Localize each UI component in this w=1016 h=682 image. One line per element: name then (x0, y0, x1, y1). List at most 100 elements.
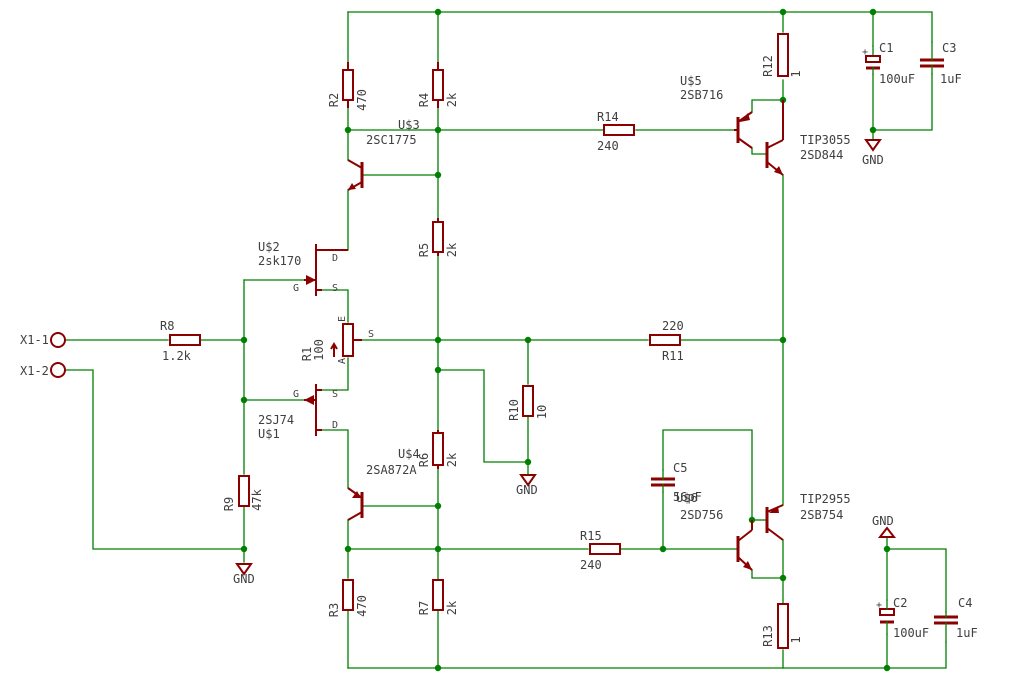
ground-icon (519, 474, 537, 487)
u1-name: U$1 (258, 427, 280, 441)
resistor-r10[interactable]: R10 10 (507, 385, 549, 421)
c4-value: 1uF (956, 626, 978, 640)
r12-name: R12 (761, 55, 775, 77)
wiper-arrow-icon (330, 342, 338, 357)
u2-name: U$2 (258, 240, 280, 254)
emitter-arrow-icon (743, 561, 752, 570)
r11-value: 220 (662, 319, 684, 333)
junction (434, 366, 442, 374)
x1-pin2-label: X1-2 (20, 364, 49, 378)
r9-value: 47k (250, 488, 264, 510)
r7-name: R7 (417, 601, 431, 615)
terminal-icon[interactable] (50, 332, 66, 348)
resistor-r11[interactable]: 220 R11 (649, 319, 684, 363)
resistor-r13[interactable]: R13 1 (761, 603, 803, 649)
r4-value: 2k (445, 92, 459, 107)
r6-value: 2k (445, 452, 459, 467)
terminal-icon[interactable] (50, 362, 66, 378)
u5-value: 2SB716 (680, 88, 723, 102)
gate-arrow-icon (306, 275, 316, 285)
u1-pin-g: G (293, 389, 299, 400)
r2-name: R2 (327, 93, 341, 107)
plus-icon: + (862, 47, 868, 58)
r10-value: 10 (535, 405, 549, 419)
ground-icon (877, 526, 897, 538)
resistor-r4[interactable]: R4 2k (417, 62, 459, 108)
junction (344, 126, 352, 134)
jfet-u2[interactable]: U$2 2sk170 D G S (258, 240, 348, 296)
r8-name: R8 (160, 319, 174, 333)
junction (344, 545, 352, 553)
potentiometer-r1[interactable]: R1 100 A E S (300, 316, 374, 364)
r12-value: 1 (789, 70, 803, 77)
junction (434, 8, 442, 16)
resistor-r15[interactable]: R15 240 (580, 529, 621, 572)
gnd-label: GND (516, 483, 538, 497)
u2-value: 2sk170 (258, 254, 301, 268)
capacitor-c1[interactable]: + C1 100uF (862, 41, 915, 86)
junction (434, 664, 442, 672)
emitter-arrow-icon (348, 183, 356, 190)
u5-name: U$5 (680, 74, 702, 88)
u4-value: 2SA872A (366, 463, 417, 477)
junction (779, 574, 787, 582)
r1-pin-a: A (337, 358, 348, 364)
junction (779, 8, 787, 16)
gnd-label: GND (872, 514, 894, 528)
capacitor-c5[interactable]: C5 56pF (651, 461, 702, 504)
gnd-label: GND (233, 572, 255, 586)
bjt-u6[interactable]: U$6 2SD756 (676, 491, 753, 571)
r5-value: 2k (445, 242, 459, 257)
emitter-arrow-icon (769, 506, 779, 513)
resistor-r8[interactable]: R8 1.2k (160, 319, 201, 363)
wires (65, 11, 947, 669)
u3-name: U$3 (398, 118, 420, 132)
x1-pin1-label: X1-1 (20, 333, 49, 347)
plus-icon: + (876, 600, 882, 611)
q2-value: 2SB754 (800, 508, 843, 522)
r13-value: 1 (789, 636, 803, 643)
r1-pin-e: E (337, 316, 348, 322)
r13-name: R13 (761, 625, 775, 647)
resistor-r3[interactable]: R3 470 (327, 579, 369, 617)
u6-value: 2SD756 (680, 508, 723, 522)
jfet-u1[interactable]: 2SJ74 U$1 G S D (258, 384, 338, 441)
capacitor-c4[interactable]: C4 1uF (934, 596, 978, 643)
ground-icon (235, 563, 253, 576)
r15-name: R15 (580, 529, 602, 543)
c5-value: 56pF (673, 490, 702, 504)
bjt-u5[interactable]: U$5 2SB716 (680, 74, 753, 149)
bjt-u3[interactable]: U$3 2SC1775 (347, 118, 420, 191)
resistor-r2[interactable]: R2 470 (327, 62, 369, 111)
resistor-r7[interactable]: R7 2k (417, 579, 459, 615)
ground-icon (864, 139, 882, 152)
resistor-r5[interactable]: R5 2k (417, 218, 459, 257)
c5-name: C5 (673, 461, 687, 475)
bjt-q1[interactable]: TIP3055 2SD844 (765, 100, 851, 176)
r2-value: 470 (355, 89, 369, 111)
resistor-r14[interactable]: R14 240 (597, 110, 635, 153)
resistor-r9[interactable]: R9 47k (222, 475, 264, 511)
resistor-r12[interactable]: R12 1 (761, 33, 803, 78)
capacitor-c2[interactable]: + C2 100uF (876, 596, 929, 640)
junction (883, 664, 891, 672)
u2-pin-g: G (293, 283, 299, 294)
junction (869, 126, 877, 134)
resistor-r6[interactable]: R6 2k (417, 430, 459, 469)
r5-name: R5 (417, 243, 431, 257)
q1-value: 2SD844 (800, 148, 843, 162)
u2-pin-d: D (332, 253, 338, 264)
junction (659, 545, 667, 553)
gate-arrow-icon (304, 395, 314, 405)
r3-name: R3 (327, 603, 341, 617)
junction (240, 545, 248, 553)
bjt-q2[interactable]: TIP2955 2SB754 (765, 492, 851, 541)
bjt-u4[interactable]: U$4 2SA872A (347, 447, 420, 521)
r15-value: 240 (580, 558, 602, 572)
connector-x1[interactable]: X1-1 X1-2 (20, 332, 66, 378)
capacitor-c3[interactable]: C3 1uF (920, 41, 962, 86)
r8-value: 1.2k (162, 349, 192, 363)
r10-name: R10 (507, 399, 521, 421)
junction (524, 336, 532, 344)
emitter-arrow-icon (352, 491, 361, 498)
